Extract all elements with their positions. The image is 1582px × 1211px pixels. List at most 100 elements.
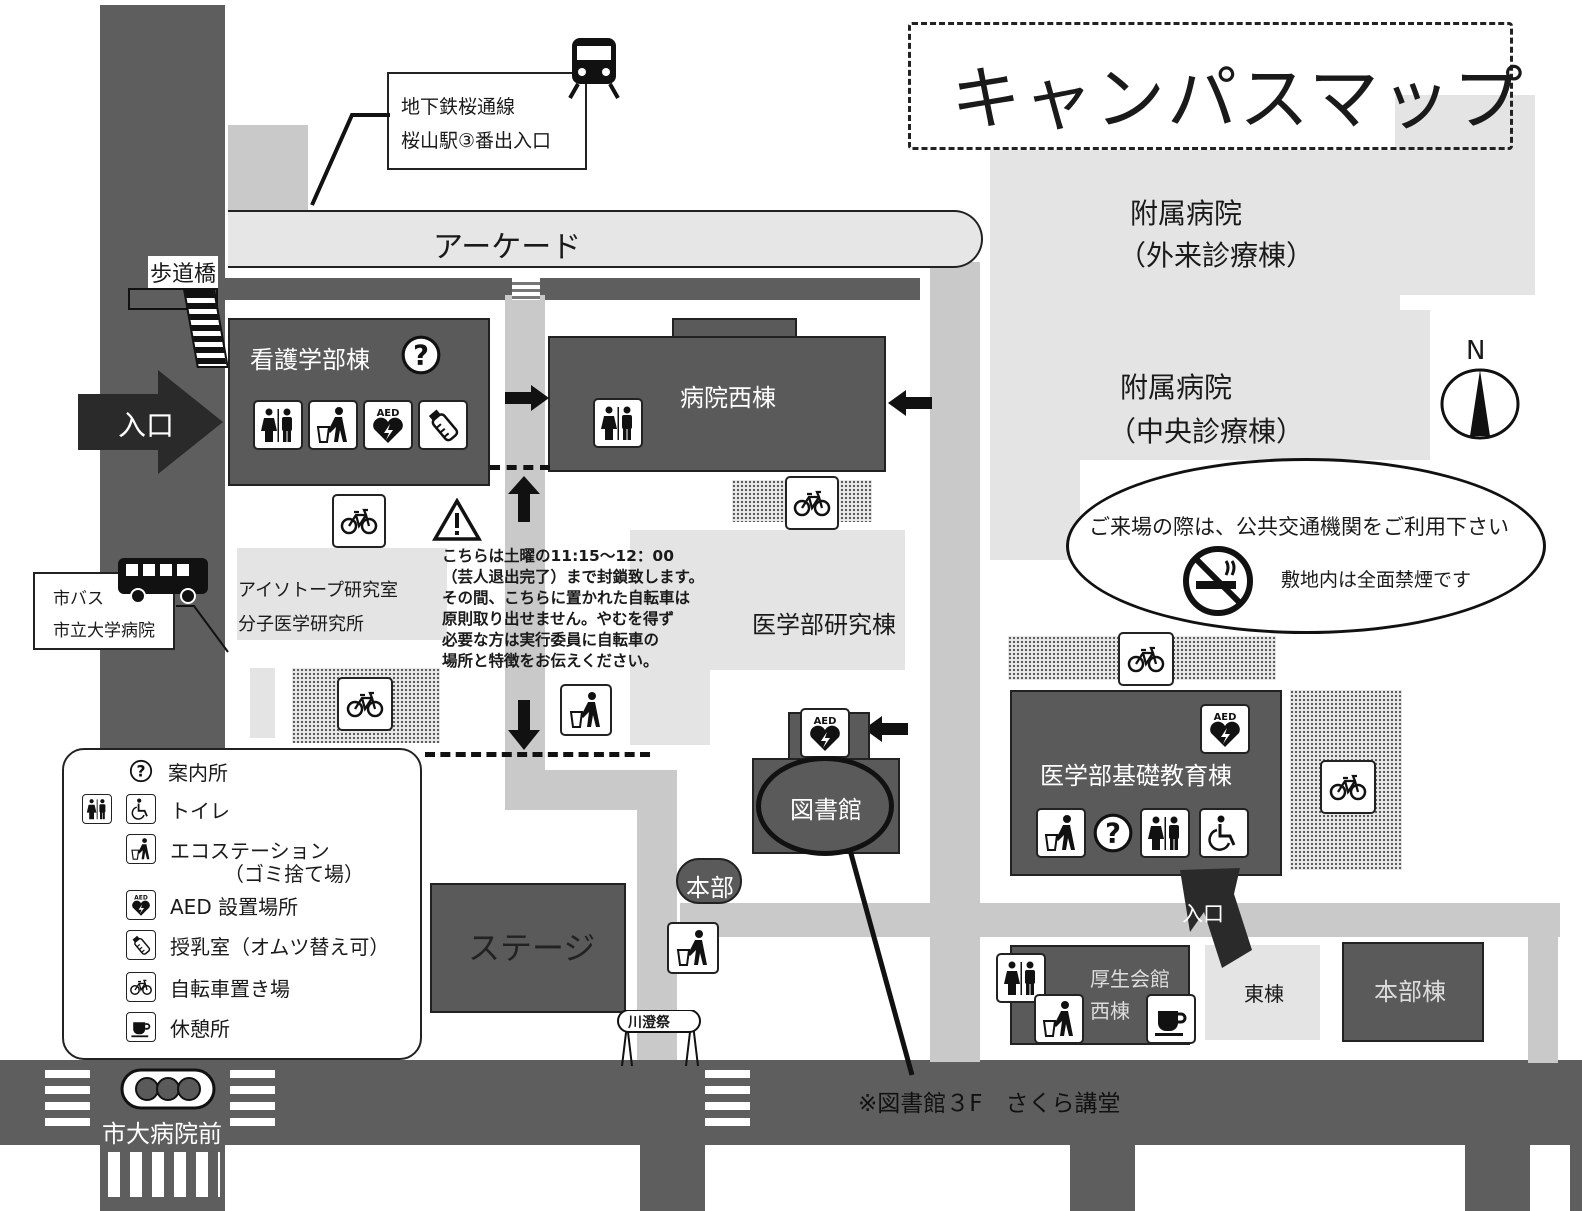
crosswalk-sw-right <box>230 1070 275 1134</box>
trash-icon <box>126 834 156 864</box>
legend-label: エコステーション <box>170 838 330 863</box>
hospital-central-label: 附属病院 <box>1120 371 1233 404</box>
no-smoking-icon <box>1183 546 1253 616</box>
toilet-icon[interactable] <box>253 400 303 450</box>
aed-icon <box>126 890 156 920</box>
arrow-left-icon <box>864 716 908 742</box>
road-center-north <box>505 295 545 775</box>
toilet-icon[interactable] <box>1140 808 1190 858</box>
crosswalk-center <box>512 278 540 300</box>
road-south-spur-4 <box>1570 1140 1582 1211</box>
isotope-label: アイソトープ研究室 <box>238 580 399 601</box>
trash-icon[interactable] <box>1034 994 1084 1044</box>
bicycle-icon[interactable] <box>332 494 386 548</box>
east-building-label: 東棟 <box>1244 982 1284 1006</box>
legend-label: 案内所 <box>168 760 228 785</box>
aed-icon[interactable] <box>1200 704 1250 754</box>
closure-notice: こちらは土曜の11:15～12：00 （芸人退出完了）まで封鎖致します。 その間… <box>442 546 762 676</box>
closure-line-north <box>490 465 550 470</box>
arrow-up-icon <box>508 476 540 522</box>
building-hospital-west-top <box>672 318 797 338</box>
zone-isotope <box>237 548 447 640</box>
trash-icon[interactable] <box>560 684 612 736</box>
road-north-strip <box>225 278 920 300</box>
road-east-down <box>1528 903 1558 1063</box>
library-label: 図書館 <box>790 796 862 824</box>
bicycle-icon[interactable] <box>1320 760 1376 814</box>
building-headquarters[interactable]: 本部棟 <box>1342 942 1484 1042</box>
train-icon <box>568 38 620 99</box>
building-nursing-label: 看護学部棟 <box>250 346 370 374</box>
road-east-vertical <box>930 262 980 1062</box>
stage-label: ステージ <box>468 929 596 967</box>
bus-leader <box>176 605 229 653</box>
bicycle-icon[interactable] <box>337 677 393 731</box>
aed-icon[interactable] <box>363 400 413 450</box>
cup-icon[interactable] <box>1146 994 1196 1044</box>
notice-line: 場所と特徴をお伝えください。 <box>442 652 659 670</box>
closure-line-south <box>425 752 650 757</box>
toilet-icon <box>82 794 112 824</box>
entrance-west-label: 入口 <box>118 409 175 442</box>
transit-notice: ご来場の際は、公共交通機関をご利用下さい 敷地内は全面禁煙です <box>1066 458 1546 634</box>
crosswalk-bottom <box>108 1152 220 1197</box>
wheelchair-icon[interactable] <box>1199 808 1249 858</box>
station-sign: 地下鉄桜通線 桜山駅③番出入口 <box>387 72 587 170</box>
cup-icon <box>126 1012 156 1042</box>
legend-label: 授乳室（オムツ替え可） <box>170 934 390 959</box>
zone-hospital-central <box>1080 310 1430 460</box>
honbu-label: 本部 <box>686 874 734 902</box>
library-highlight <box>756 756 894 856</box>
library-note: ※図書館３F さくら講堂 <box>858 1091 1121 1117</box>
hospital-outpatient-label: 附属病院 <box>1130 197 1243 230</box>
crosswalk-sw-left <box>45 1070 90 1134</box>
bicycle-icon[interactable] <box>785 476 839 530</box>
building-hospital-west-label: 病院西棟 <box>680 384 776 412</box>
molecular-label: 分子医学研究所 <box>238 614 364 635</box>
info-icon[interactable] <box>400 334 442 376</box>
building-stage[interactable]: ステージ <box>430 883 626 1013</box>
library-leader <box>847 850 915 1076</box>
notice-line: 必要な方は実行委員に自転車の <box>442 631 660 649</box>
legend-sublabel: （ゴミ捨て場） <box>224 862 364 886</box>
map-title: キャンパスマップ <box>951 58 1525 140</box>
entrance-east-label: 入口 <box>1182 902 1224 926</box>
toilet-icon[interactable] <box>593 398 643 448</box>
arcade: アーケード <box>228 210 983 268</box>
road-east-horizontal <box>680 903 1560 937</box>
hospital-central-sub: （中央診療棟） <box>1108 415 1305 448</box>
hospital-outpatient-sub: （外来診療棟） <box>1118 239 1315 272</box>
legend-label: トイレ <box>170 798 230 823</box>
headquarters-label: 本部棟 <box>1374 978 1446 1006</box>
north-label: N <box>1466 336 1486 366</box>
trash-icon[interactable] <box>1036 808 1086 858</box>
zone-med-research <box>630 530 905 670</box>
bus-stop-label: 市立大学病院 <box>53 621 155 641</box>
zone-hospital-outpatient <box>990 150 1400 320</box>
road-station <box>228 125 308 215</box>
notice-line: その間、こちらに置かれた自転車は <box>442 589 691 607</box>
trash-icon[interactable] <box>308 400 358 450</box>
trash-icon[interactable] <box>667 922 719 974</box>
entrance-arrow-east <box>1180 868 1252 968</box>
info-icon[interactable] <box>1092 812 1134 854</box>
basic-education-label: 医学部基礎教育棟 <box>1040 762 1232 790</box>
welfare-sub: 西棟 <box>1090 999 1130 1023</box>
arrow-right-icon <box>505 385 549 411</box>
arrow-left-icon <box>888 390 932 416</box>
legend-label: 自転車置き場 <box>170 976 290 1001</box>
transit-line: ご来場の際は、公共交通機関をご利用下さい <box>1089 515 1509 539</box>
station-leader <box>310 113 390 206</box>
aed-icon[interactable] <box>800 708 850 758</box>
bus-label: 市バス <box>53 589 104 609</box>
station-exit: 桜山駅③番出入口 <box>401 130 552 152</box>
honbu-marker[interactable]: 本部 <box>676 858 742 904</box>
map-title-box: キャンパスマップ <box>908 22 1523 150</box>
zone-med-research-2 <box>630 650 710 745</box>
notice-line: こちらは土曜の11:15～12：00 <box>442 547 674 565</box>
road-center-link <box>505 770 645 810</box>
bottle-icon[interactable] <box>418 400 468 450</box>
bicycle-icon[interactable] <box>1118 632 1174 686</box>
crosswalk-south-center <box>705 1070 750 1134</box>
entrance-arrow-west <box>78 370 223 474</box>
